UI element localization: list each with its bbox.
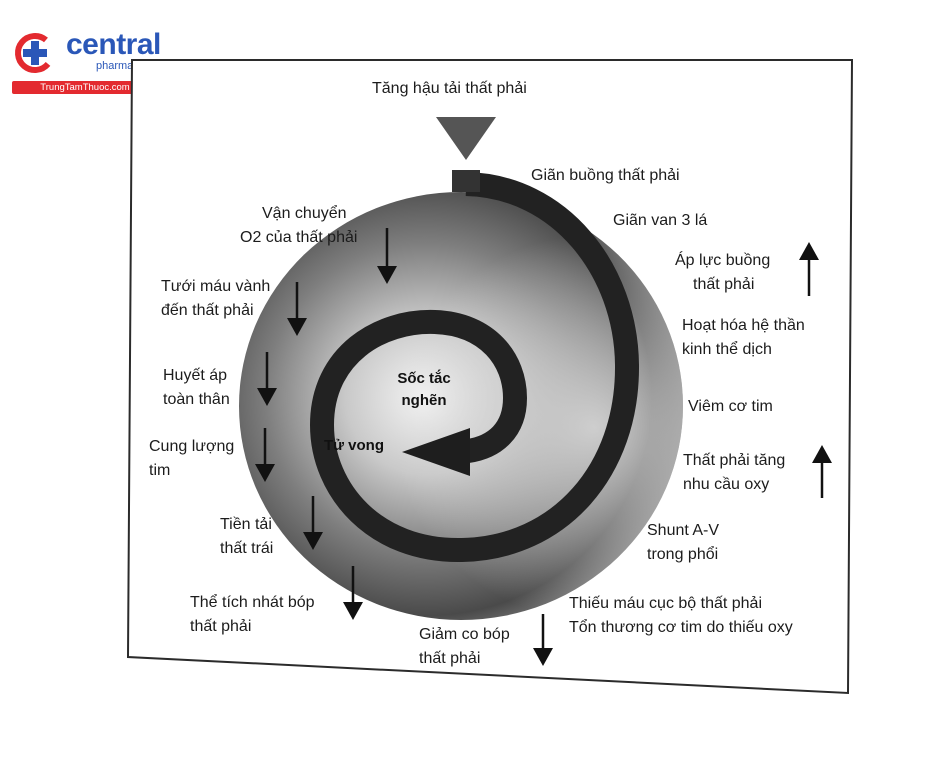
label-tricuspid-dilation: Giãn van 3 lá <box>613 212 708 229</box>
pharmacy-cross-icon <box>15 33 55 73</box>
label-oxygen-demand-1: Thất phải tăng <box>683 452 786 469</box>
label-death: Tử vong <box>323 437 385 454</box>
label-contractility-2: thất phải <box>419 650 481 667</box>
label-neurohumoral-1: Hoạt hóa hệ thần <box>682 317 805 334</box>
label-coronary-perfusion-1: Tưới máu vành <box>161 278 271 295</box>
label-contractility-1: Giảm co bóp <box>419 626 510 643</box>
label-o2-transport-1: Vận chuyển <box>262 205 347 222</box>
logo-website: TrungTamThuoc.com <box>12 81 158 94</box>
label-myocardial-injury: Tổn thương cơ tim do thiếu oxy <box>569 619 793 636</box>
label-cardiac-output-2: tim <box>149 462 171 479</box>
down-arrow-blood-pressure <box>257 352 277 406</box>
label-obstructive-shock-2: nghẽn <box>401 392 447 409</box>
label-afterload: Tăng hậu tải thất phải <box>372 80 527 97</box>
label-obstructive-shock-1: Sốc tắc <box>397 370 451 387</box>
label-stroke-volume-2: thất phải <box>190 618 252 635</box>
label-coronary-perfusion-2: đến thất phải <box>161 302 254 319</box>
down-arrow-cardiac-output <box>255 428 275 482</box>
label-shunt-2: trong phổi <box>647 546 719 563</box>
label-stroke-volume-1: Thể tích nhát bóp <box>190 594 315 611</box>
down-arrow-preload <box>303 496 323 550</box>
label-lv-preload-1: Tiền tải <box>220 516 272 533</box>
label-blood-pressure-1: Huyết áp <box>163 367 228 384</box>
label-rv-dilation: Giãn buồng thất phải <box>531 167 680 184</box>
up-arrow-pressure <box>799 242 819 296</box>
afterload-triangle <box>436 117 496 160</box>
down-arrow-o2-transport <box>377 228 397 284</box>
label-cardiac-output-1: Cung lượng <box>149 438 235 455</box>
label-blood-pressure-2: toàn thân <box>163 391 230 408</box>
central-pharmacy-logo: central pharmacy TrungTamThuoc.com <box>8 26 161 96</box>
down-arrow-coronary-perfusion <box>287 282 307 336</box>
down-arrow-stroke-volume <box>343 566 363 620</box>
up-arrow-oxygen-demand <box>812 445 832 498</box>
label-rv-ischemia: Thiếu máu cục bộ thất phải <box>569 595 763 612</box>
death-arrowhead <box>402 428 470 476</box>
down-arrow-contractility <box>533 614 553 666</box>
label-lv-preload-2: thất trái <box>220 540 274 557</box>
spiral-start-cap <box>452 170 480 192</box>
label-neurohumoral-2: kinh thể dịch <box>682 341 772 358</box>
spiral-band <box>309 172 640 563</box>
label-shunt-1: Shunt A-V <box>647 522 720 539</box>
label-rv-pressure-2: thất phải <box>693 276 755 293</box>
label-oxygen-demand-2: nhu cầu oxy <box>683 476 770 493</box>
label-myocarditis: Viêm cơ tim <box>688 398 773 415</box>
logo-name: central <box>66 28 161 61</box>
label-o2-transport-2: O2 của thất phải <box>240 229 358 246</box>
label-rv-pressure-1: Áp lực buồng <box>675 252 771 269</box>
